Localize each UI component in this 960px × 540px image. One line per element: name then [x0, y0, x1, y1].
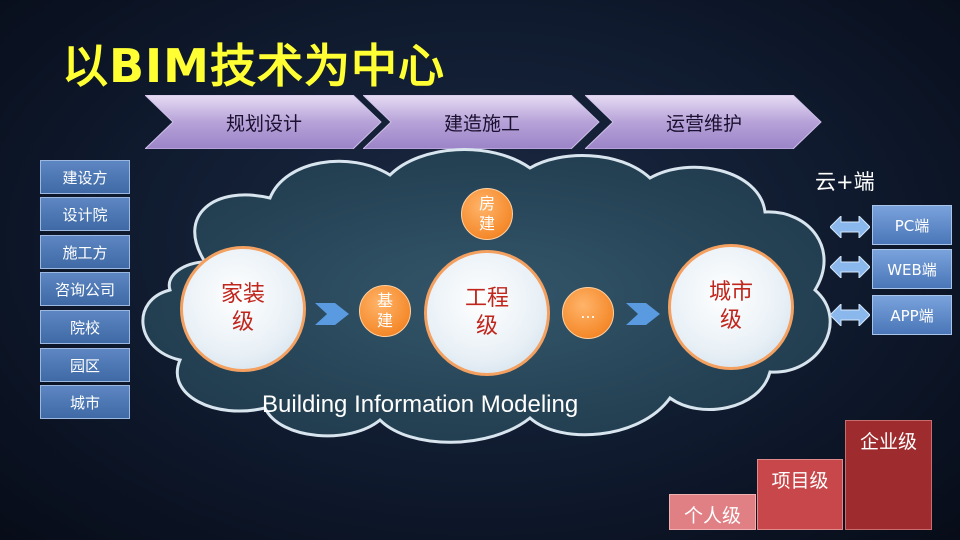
- personal-level-block: 个人级: [669, 494, 756, 530]
- enterprise-level-block: 企业级: [845, 420, 932, 530]
- stage-arrow-shape: [585, 95, 822, 149]
- more-circle: ...: [562, 287, 614, 339]
- cloud-end-label: 云+端: [815, 170, 875, 194]
- web-client-box: WEB端: [872, 249, 952, 289]
- project-level-circle: 工程 级: [424, 250, 550, 376]
- app-client-box: APP端: [872, 295, 952, 335]
- project-level-block: 项目级: [757, 459, 843, 530]
- home-level-circle: 家装 级: [180, 246, 306, 372]
- circle-label: 房 建: [478, 194, 495, 233]
- stakeholder-box: 设计院: [40, 197, 130, 231]
- stakeholder-box: 园区: [40, 348, 130, 382]
- stage-arrow-shape: [363, 95, 600, 149]
- city-level-circle: 城市 级: [668, 244, 794, 370]
- level-label: 个人级: [683, 505, 741, 527]
- chevron-right-icon: [315, 303, 349, 325]
- stakeholder-box: 咨询公司: [40, 272, 130, 306]
- circle-label: 城市 级: [708, 280, 753, 333]
- stakeholder-box: 建设方: [40, 160, 130, 194]
- stage-arrow-shape: [145, 95, 382, 149]
- double-arrow-icon: [830, 256, 870, 278]
- page-title: 以BIM技术为中心: [62, 39, 445, 93]
- stage-label: 规划设计: [225, 112, 302, 135]
- circle-label: 基 建: [376, 291, 393, 330]
- pc-client-box: PC端: [872, 205, 952, 245]
- infrastructure-circle: 基 建: [359, 285, 411, 337]
- stage-label: 运营维护: [665, 112, 742, 135]
- circle-label: 家装 级: [220, 282, 265, 335]
- circle-label: ...: [580, 303, 596, 322]
- level-label: 企业级: [859, 431, 917, 453]
- stakeholder-box: 施工方: [40, 235, 130, 269]
- double-arrow-icon: [830, 216, 870, 238]
- stakeholder-box: 院校: [40, 310, 130, 344]
- building-circle: 房 建: [461, 188, 513, 240]
- stage-label: 建造施工: [443, 112, 520, 135]
- chevron-right-icon: [626, 303, 660, 325]
- circle-label: 工程 级: [464, 286, 509, 339]
- double-arrow-icon: [830, 304, 870, 326]
- level-label: 项目级: [771, 470, 829, 492]
- stage-operation-maintenance: 运营维护: [585, 95, 823, 149]
- stage-planning-design: 规划设计: [145, 95, 383, 149]
- stage-construction: 建造施工: [363, 95, 601, 149]
- bim-caption: Building Information Modeling: [262, 391, 579, 418]
- stakeholder-box: 城市: [40, 385, 130, 419]
